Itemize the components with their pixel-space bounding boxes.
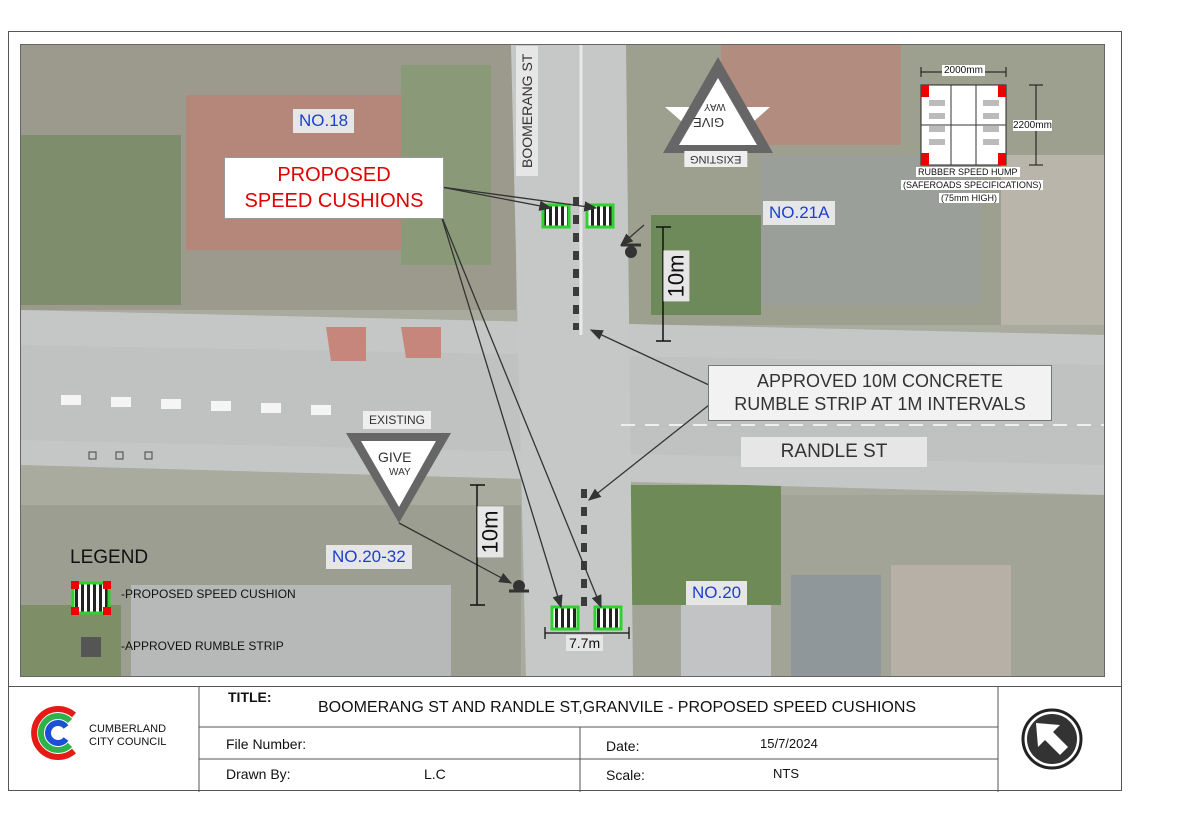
hump-width-label: 2000mm: [942, 65, 985, 76]
proposed-speed-cushions-callout: PROPOSED SPEED CUSHIONS: [224, 157, 444, 219]
sign-existing-top-label: EXISTING: [684, 151, 748, 167]
street-label-boomerang: BOOMERANG ST: [516, 45, 538, 176]
hump-caption-3: (75mm HIGH): [939, 193, 999, 203]
legend-title: LEGEND: [70, 547, 149, 568]
sign-way-top-label: WAY: [704, 101, 726, 112]
scale-value: NTS: [773, 766, 799, 781]
speed-cushion-top-left: [541, 203, 571, 229]
house-label-no20-32: NO.20-32: [326, 545, 412, 569]
hump-caption-1: RUBBER SPEED HUMP: [916, 167, 1020, 177]
legend-cushion-icon: [71, 581, 111, 615]
drawn-by-label: Drawn By:: [226, 766, 291, 782]
north-arrow-icon: [1021, 708, 1083, 770]
speed-cushion-top-right: [585, 203, 615, 229]
title-block: CUMBERLAND CITY COUNCIL TITLE: BOOMERANG…: [8, 686, 1122, 792]
sign-way-bottom-label: WAY: [389, 467, 411, 478]
callout-approved-line2: RUMBLE STRIP AT 1M INTERVALS: [734, 394, 1026, 414]
sign-give-top-label: GIVE: [693, 115, 725, 130]
aerial-map: NO.18 NO.21A NO.20-32 NO.20 BOOMERANG ST…: [20, 44, 1105, 677]
scale-label: Scale:: [606, 767, 645, 783]
street-label-randle: RANDLE ST: [741, 437, 927, 467]
hump-detail-diagram: [920, 67, 1043, 166]
file-number-label: File Number:: [226, 736, 307, 752]
drawn-by-value: L.C: [424, 766, 446, 782]
council-logo-icon: [31, 706, 76, 760]
date-label: Date:: [606, 738, 640, 754]
house-label-no20: NO.20: [686, 581, 748, 605]
hump-caption-2: (SAFEROADS SPECIFICATIONS): [901, 180, 1044, 190]
give-way-sign-top-icon: [663, 57, 773, 153]
house-label-no18: NO.18: [293, 109, 355, 133]
callout-approved-line1: APPROVED 10M CONCRETE: [756, 371, 1004, 391]
legend-rumble-icon: [81, 637, 101, 657]
legend-rumble-label: -APPROVED RUMBLE STRIP: [121, 639, 284, 653]
title-value: BOOMERANG ST AND RANDLE ST,GRANVILE - PR…: [318, 699, 917, 716]
legend-cushion-label: -PROPOSED SPEED CUSHION: [121, 587, 296, 601]
dimension-10m-bottom: 10m: [477, 506, 504, 558]
speed-cushion-bottom-left: [550, 605, 580, 631]
sign-give-bottom-label: GIVE: [378, 449, 412, 465]
callout-proposed-line2: SPEED CUSHIONS: [244, 190, 424, 212]
council-name-line2: CITY COUNCIL: [89, 736, 167, 748]
house-label-no21a: NO.21A: [763, 201, 836, 225]
sign-existing-bottom-label: EXISTING: [363, 411, 432, 429]
dimension-10m-top: 10m: [663, 250, 690, 302]
approved-rumble-strip-callout: APPROVED 10M CONCRETE RUMBLE STRIP AT 1M…: [708, 365, 1052, 421]
speed-cushion-bottom-right: [593, 605, 623, 631]
council-name-line1: CUMBERLAND: [89, 723, 167, 735]
callout-proposed-line1: PROPOSED: [277, 164, 391, 186]
title-label: TITLE:: [228, 689, 272, 705]
date-value: 15/7/2024: [760, 736, 818, 751]
dimension-7-7m: 7.7m: [566, 635, 604, 651]
map-graphics: [21, 45, 1104, 676]
title-block-lines: [198, 687, 999, 792]
hump-length-label: 2200mm: [1013, 120, 1052, 131]
give-way-sign-bottom-icon: [346, 433, 451, 523]
